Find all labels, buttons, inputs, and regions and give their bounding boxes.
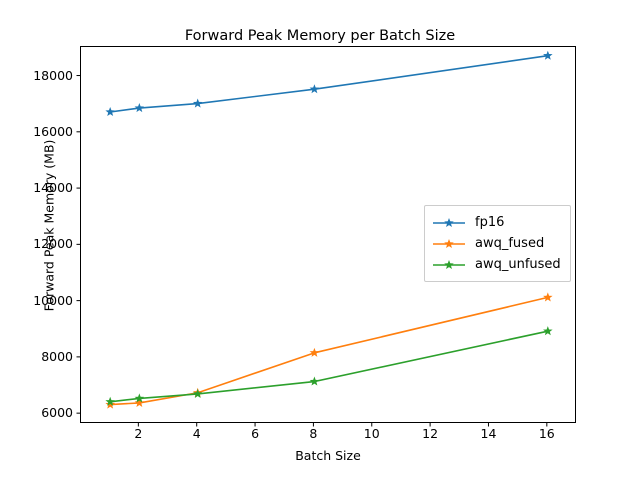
- legend-item-1[interactable]: awq_fused: [432, 233, 561, 254]
- plot-lines: [105, 50, 553, 409]
- y-tick-label: 8000: [41, 348, 73, 364]
- data-point-marker: [105, 106, 115, 117]
- x-tick-label: 16: [538, 426, 555, 441]
- plot-area: [80, 46, 576, 423]
- legend-swatch-awq-unfused: [432, 258, 466, 272]
- y-tick-label: 14000: [33, 180, 73, 196]
- data-point-marker: [309, 84, 320, 94]
- legend-swatch-awq-fused: [432, 237, 466, 251]
- legend-label-0: fp16: [475, 215, 505, 230]
- data-point-marker: [105, 396, 115, 406]
- y-axis-title-wrap: Forward Peak Memory (MB): [0, 0, 57, 312]
- legend[interactable]: fp16 awq_fused awq_unfused: [424, 205, 571, 282]
- data-point-marker: [192, 98, 203, 108]
- series-line-fp16: [109, 54, 549, 113]
- data-point-marker: [543, 292, 553, 302]
- legend-item-0[interactable]: fp16: [432, 212, 561, 233]
- y-tick-label: 18000: [33, 67, 73, 83]
- data-point-marker: [309, 376, 320, 386]
- legend-item-2[interactable]: awq_unfused: [432, 254, 561, 275]
- data-point-marker: [134, 397, 145, 407]
- x-tick-label: 6: [251, 426, 260, 441]
- data-point-marker: [543, 50, 553, 60]
- x-axis-tick-labels: 2 4 6 8 10 12 14 16: [80, 424, 576, 446]
- data-point-marker: [134, 103, 145, 113]
- y-tick-label: 6000: [41, 405, 73, 421]
- series-line-awq_fused: [109, 296, 549, 406]
- y-tick-label: 10000: [33, 292, 73, 308]
- legend-label-2: awq_unfused: [475, 257, 561, 272]
- series-line-awq_unfused: [109, 330, 549, 403]
- x-tick-label: 8: [309, 426, 318, 441]
- data-point-marker: [105, 399, 115, 409]
- data-point-marker: [543, 326, 553, 336]
- data-point-marker: [134, 393, 145, 403]
- x-tick-label: 4: [192, 426, 201, 441]
- legend-swatch-fp16: [432, 216, 466, 230]
- y-tick-label: 12000: [33, 236, 73, 252]
- x-tick-label: 14: [480, 426, 497, 441]
- y-axis-tick-labels: 6000 8000 10000 12000 14000 16000 18000: [0, 46, 73, 423]
- data-point-marker: [309, 347, 320, 357]
- x-tick-label: 12: [422, 426, 439, 441]
- x-tick-label: 10: [363, 426, 380, 441]
- x-tick-label: 2: [134, 426, 143, 441]
- legend-label-1: awq_fused: [475, 236, 545, 251]
- y-axis-title: Forward Peak Memory (MB): [41, 139, 57, 312]
- chart-title: Forward Peak Memory per Batch Size: [184, 28, 456, 44]
- x-axis-title: Batch Size: [295, 448, 361, 463]
- y-tick-label: 16000: [33, 123, 73, 139]
- data-point-marker: [192, 388, 203, 398]
